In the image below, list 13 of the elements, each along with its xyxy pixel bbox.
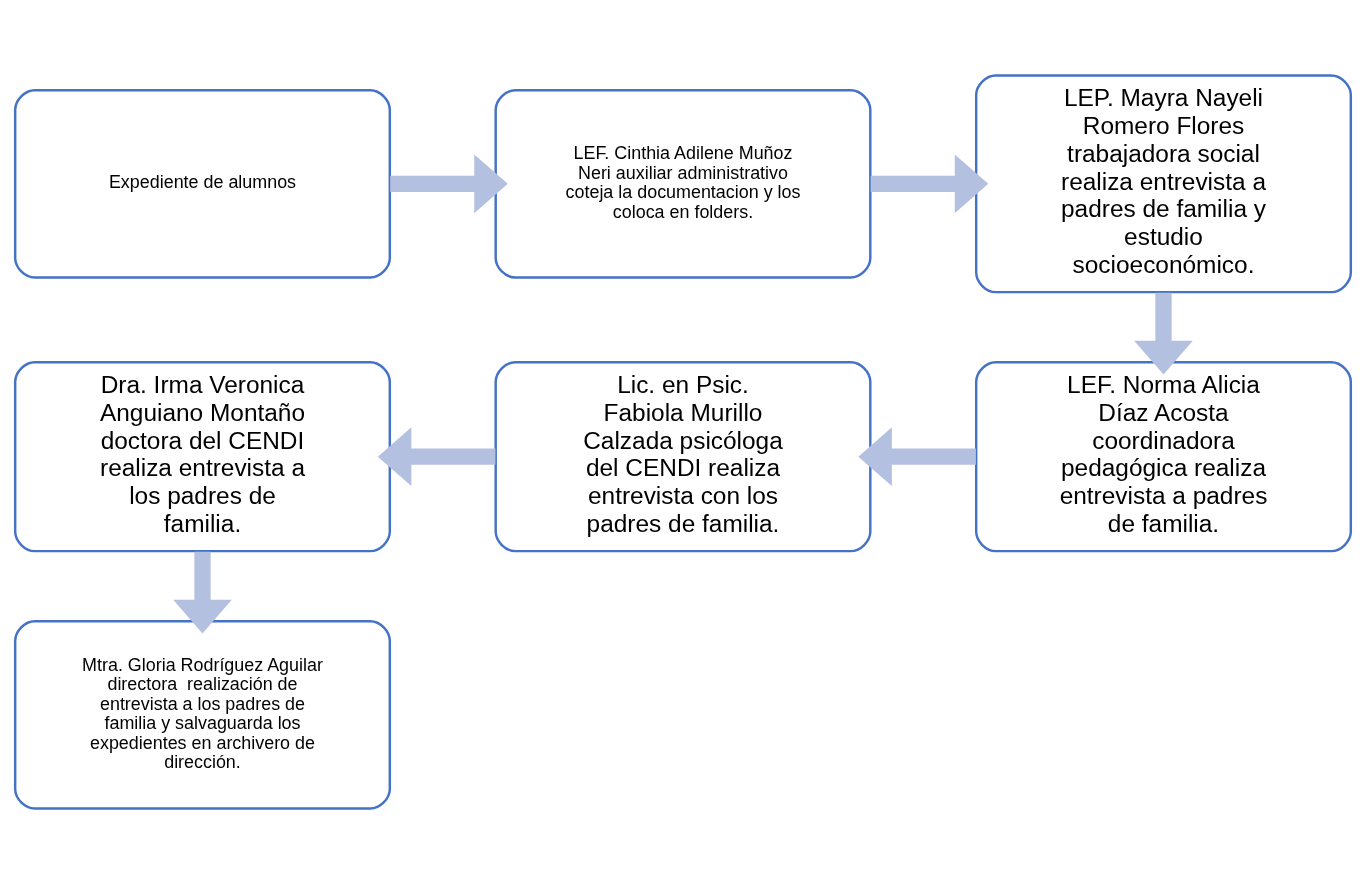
node-box: LEF. Norma Alicia Díaz Acosta coordinadora pedagógica realiza entrevista a padres de familia. <box>974 360 1353 553</box>
arrow <box>1134 292 1193 375</box>
arrow <box>390 154 508 214</box>
node-box: Mtra. Gloria Rodríguez Aguilar directora realización de entrevista a los padres de familia y salvaguarda los expedientes en archivero de dirección. <box>13 619 392 810</box>
arrow <box>858 427 976 486</box>
arrow <box>870 154 989 214</box>
node-box: Dra. Irma Veronica Anguiano Montaño doctora del CENDI realiza entrevista a los padres de familia. <box>13 360 392 553</box>
node-box: LEF. Cinthia Adilene Muñoz Neri auxiliar administrativo coteja la documentacion y los coloca en folders. <box>494 88 872 279</box>
node-box: Expediente de alumnos <box>13 88 392 279</box>
arrow <box>377 427 496 486</box>
node-box: LEP. Mayra Nayeli Romero Flores trabajadora social realiza entrevista a padres de familia y estudio socioeconómico. <box>974 74 1353 294</box>
arrow <box>173 551 232 634</box>
node-box: Lic. en Psic. Fabiola Murillo Calzada psicóloga del CENDI realiza entrevista con los padres de familia. <box>494 360 872 553</box>
